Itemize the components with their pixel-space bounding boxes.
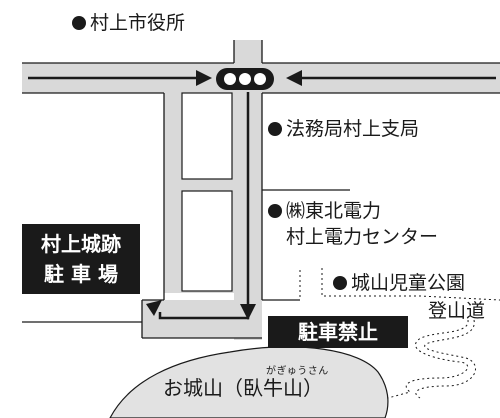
- bullet-icon: [72, 16, 86, 30]
- park-text: 城山児童公園: [351, 272, 466, 294]
- park-label: 城山児童公園: [333, 272, 465, 295]
- legal-bureau-text: 法務局村上支局: [286, 118, 420, 140]
- arrow-heads: [146, 70, 302, 320]
- mountain-label: お城山（臥牛山）: [163, 376, 323, 400]
- city-office-label: 村上市役所: [72, 12, 185, 35]
- parking-lot-label: 村上城跡 駐 車 場: [22, 224, 140, 294]
- legal-bureau-label: 法務局村上支局: [268, 118, 419, 141]
- city-office-text: 村上市役所: [90, 12, 186, 34]
- mountain-reading: がぎゅうさん: [266, 366, 329, 377]
- city-blocks: [181, 92, 233, 292]
- parking-sub: 駐 車 場: [44, 262, 118, 286]
- street-lines: [22, 40, 500, 339]
- trail-path-2: [415, 319, 476, 399]
- parking-name: 村上城跡: [41, 232, 121, 256]
- tohoku-electric-label: ㈱東北電力: [268, 200, 381, 223]
- arrow-icon: [28, 76, 496, 320]
- bullet-icon: [333, 276, 347, 290]
- no-parking-label: 駐車禁止: [268, 316, 408, 348]
- trail-label: 登山道: [428, 300, 486, 322]
- traffic-signal-icon: [216, 68, 274, 90]
- bullet-icon: [268, 204, 282, 218]
- tohoku-center-label: 村上電力センター: [286, 226, 439, 248]
- tohoku-electric-text: ㈱東北電力: [286, 200, 382, 222]
- park-boundary: [299, 268, 500, 301]
- bullet-icon: [268, 122, 282, 136]
